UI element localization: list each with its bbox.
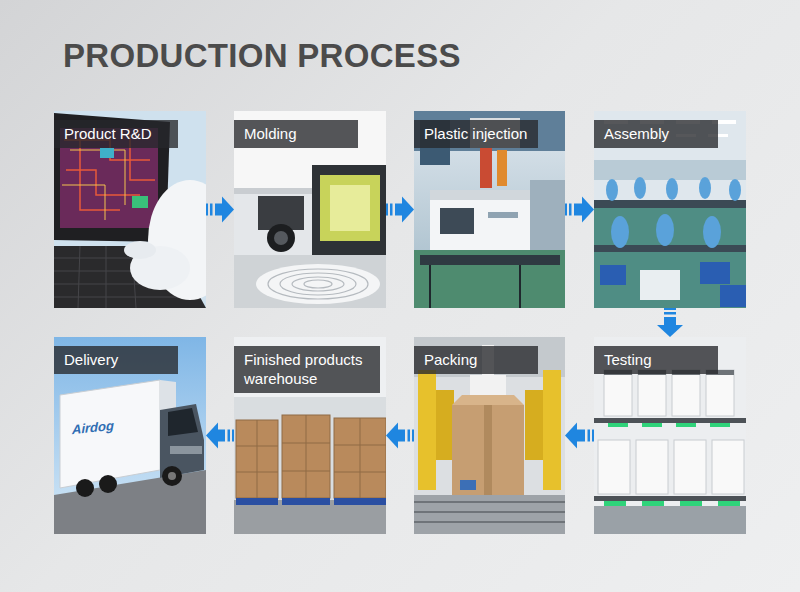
arrow-part — [664, 317, 676, 325]
arrow-part — [206, 423, 218, 449]
arrow-part — [412, 430, 414, 442]
arrow-part — [390, 204, 393, 216]
step-label-bar: Finished products warehouse — [234, 346, 380, 393]
arrow-part — [402, 197, 414, 223]
testing-photo — [594, 337, 746, 534]
process-step: Molding — [234, 111, 386, 308]
process-step: Testing — [594, 337, 746, 534]
arrow-part — [577, 430, 585, 442]
step-label: Molding — [244, 124, 348, 143]
flow-arrow — [565, 197, 594, 223]
process-step: Packing — [414, 337, 565, 534]
laptop-photo — [54, 111, 206, 308]
packing-photo — [414, 337, 565, 534]
page-title: PRODUCTION PROCESS — [63, 37, 461, 75]
arrow-part — [228, 430, 231, 442]
arrow-part — [222, 197, 234, 223]
step-label-bar: Testing — [594, 346, 718, 374]
arrow-part — [657, 325, 683, 337]
arrow-part — [664, 312, 676, 315]
arrow-part — [386, 204, 388, 216]
arrow-part — [574, 204, 582, 216]
process-step: Product R&D — [54, 111, 206, 308]
arrow-part — [408, 430, 411, 442]
step-label: Packing — [424, 350, 528, 369]
flow-arrow — [657, 308, 683, 337]
arrow-part — [206, 204, 208, 216]
warehouse-photo — [234, 337, 386, 534]
arrow-part — [582, 197, 594, 223]
step-label: Plastic injection — [424, 124, 528, 143]
process-step: Assembly — [594, 111, 746, 308]
arrow-part — [592, 430, 594, 442]
step-label: Delivery — [64, 350, 168, 369]
assembly-photo — [594, 111, 746, 308]
arrow-part — [395, 204, 402, 216]
flow-arrow — [565, 423, 594, 449]
flow-arrow — [206, 423, 234, 449]
arrow-part — [588, 430, 591, 442]
step-label-bar: Molding — [234, 120, 358, 148]
arrow-part — [398, 430, 405, 442]
step-label-bar: Delivery — [54, 346, 178, 374]
injection-photo — [414, 111, 565, 308]
arrow-part — [210, 204, 213, 216]
step-label: Finished products warehouse — [244, 350, 370, 388]
step-label: Assembly — [604, 124, 708, 143]
arrow-part — [569, 204, 572, 216]
step-label: Testing — [604, 350, 708, 369]
step-label: Product R&D — [64, 124, 168, 143]
step-label-bar: Plastic injection — [414, 120, 538, 148]
arrow-part — [386, 423, 398, 449]
arrow-part — [565, 423, 577, 449]
molding-photo — [234, 111, 386, 308]
arrow-part — [215, 204, 222, 216]
step-label-bar: Product R&D — [54, 120, 178, 148]
arrow-part — [565, 204, 567, 216]
arrow-part — [232, 430, 234, 442]
step-label-bar: Assembly — [594, 120, 718, 148]
process-step: Finished products warehouse — [234, 337, 386, 534]
arrow-part — [664, 308, 676, 310]
delivery-photo — [54, 337, 206, 534]
flow-arrow — [386, 423, 414, 449]
arrow-part — [218, 430, 225, 442]
flow-arrow — [386, 197, 414, 223]
flow-arrow — [206, 197, 234, 223]
step-label-bar: Packing — [414, 346, 538, 374]
process-step: Plastic injection — [414, 111, 565, 308]
